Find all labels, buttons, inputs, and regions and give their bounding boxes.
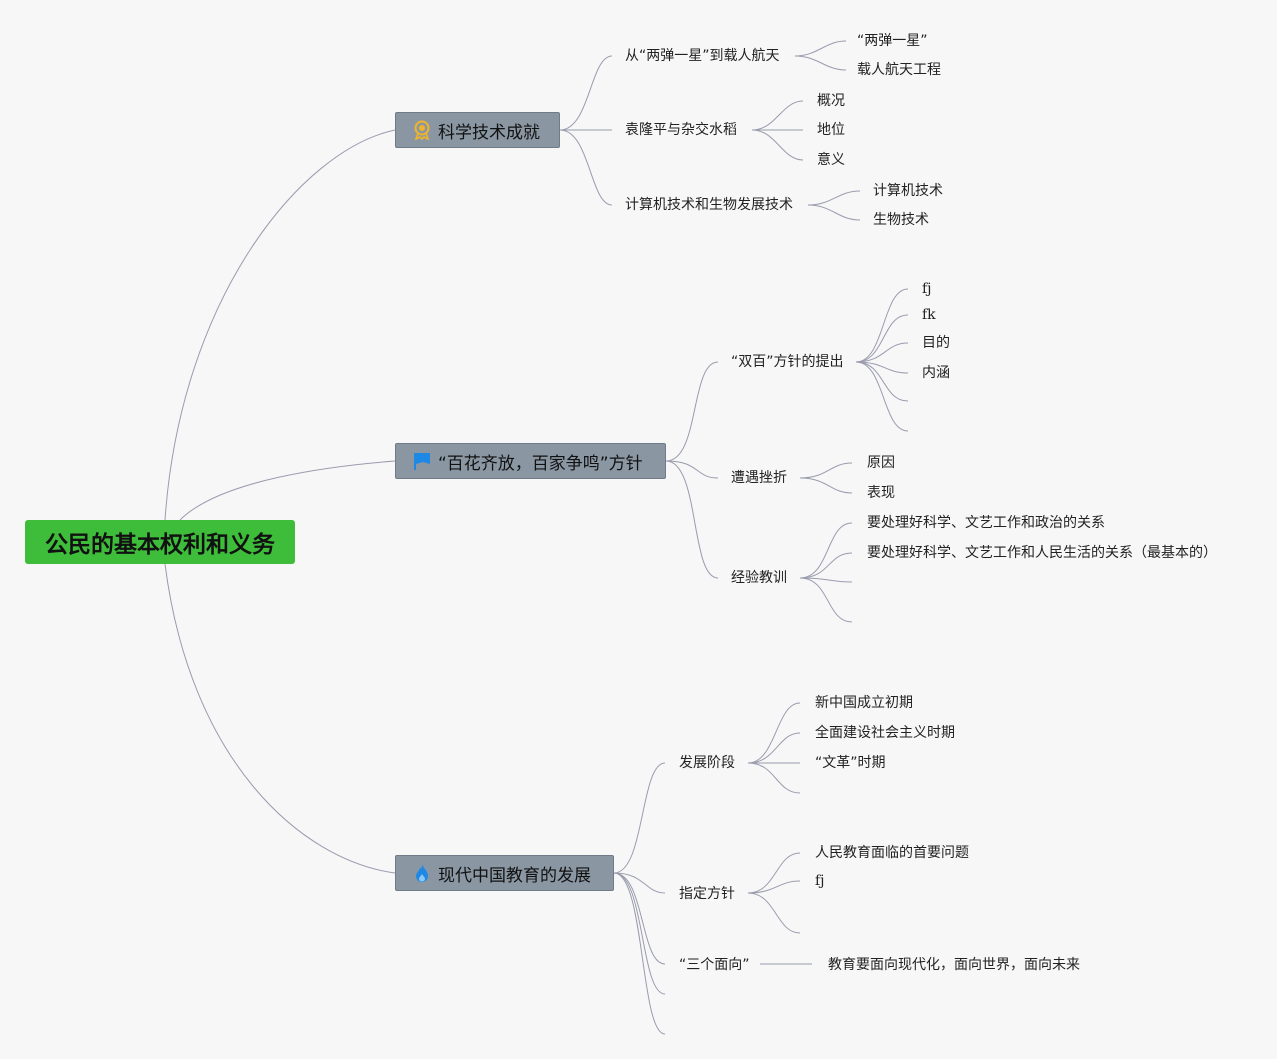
leaf-fj-2[interactable]: fj	[815, 873, 825, 889]
link-b1-c2	[794, 55, 847, 71]
link-t3-b4	[613, 872, 666, 995]
link-t2-b2	[665, 460, 719, 479]
link-b6-c2	[799, 552, 853, 579]
branch-development-stages[interactable]: 发展阶段	[679, 755, 735, 771]
leaf-overview[interactable]: 概况	[817, 93, 845, 109]
topic-label: 科学技术成就	[438, 122, 540, 143]
link-b7-c4	[747, 762, 801, 794]
link-b8-c2	[747, 880, 801, 894]
link-b1-c1	[794, 40, 847, 57]
link-b3-c2	[807, 204, 861, 221]
leaf-primary-issue[interactable]: 人民教育面临的首要问题	[815, 845, 969, 861]
link-b7-c2	[747, 732, 801, 764]
leaf-bio-tech[interactable]: 生物技术	[873, 212, 929, 228]
link-t2-b1	[665, 361, 719, 462]
branch-setbacks[interactable]: 遭遇挫折	[731, 470, 787, 486]
leaf-manned-spaceflight[interactable]: 载人航天工程	[857, 62, 941, 78]
link-b4-c3	[855, 342, 909, 363]
topic-label: 现代中国教育的发展	[438, 865, 591, 886]
leaf-significance[interactable]: 意义	[817, 152, 845, 168]
topic-modern-education[interactable]: 现代中国教育的发展	[395, 855, 614, 891]
link-t3-b3	[613, 872, 666, 965]
leaf-science-people-life[interactable]: 要处理好科学、文艺工作和人民生活的关系（最基本的）	[867, 545, 1217, 561]
link-b8-c3	[747, 892, 801, 934]
link-b4-c5	[855, 361, 909, 402]
link-b4-c2	[855, 314, 909, 363]
link-b2-c1	[751, 100, 804, 131]
leaf-cultural-revolution[interactable]: “文革”时期	[815, 755, 886, 771]
medal-icon	[412, 120, 432, 140]
leaf-purpose[interactable]: 目的	[922, 335, 950, 351]
leaf-socialist-construction[interactable]: 全面建设社会主义时期	[815, 725, 955, 741]
link-b3-c1	[807, 190, 861, 206]
leaf-two-bombs-one-satellite[interactable]: “两弹一星”	[857, 33, 928, 49]
link-b6-c3	[799, 577, 853, 583]
leaf-early-prc[interactable]: 新中国成立初期	[815, 695, 913, 711]
link-b6-c4	[799, 577, 853, 623]
branch-two-bombs-to-spaceflight[interactable]: 从“两弹一星”到载人航天	[625, 48, 780, 64]
flame-icon	[412, 863, 432, 883]
link-t1-b1	[559, 55, 613, 131]
branch-policy-proposal[interactable]: “双百”方针的提出	[731, 354, 844, 370]
branch-lessons[interactable]: 经验教训	[731, 570, 787, 586]
link-b5-c2	[799, 477, 853, 494]
link-root-topic3	[164, 563, 396, 874]
branch-policy-set[interactable]: 指定方针	[679, 886, 735, 902]
link-t2-b3	[665, 460, 719, 579]
leaf-connotation[interactable]: 内涵	[922, 365, 950, 381]
link-t3-b2	[613, 872, 666, 894]
link-b5-c1	[799, 462, 853, 479]
leaf-fj[interactable]: fj	[922, 281, 932, 297]
topic-label: “百花齐放，百家争鸣”方针	[438, 453, 643, 474]
leaf-causes[interactable]: 原因	[867, 455, 895, 471]
root-topic[interactable]: 公民的基本权利和义务	[25, 520, 295, 564]
leaf-computer-tech[interactable]: 计算机技术	[873, 183, 943, 199]
topic-science-achievements[interactable]: 科学技术成就	[395, 112, 560, 148]
link-b7-c1	[747, 702, 801, 764]
link-t3-b5	[613, 872, 666, 1035]
link-b4-c6	[855, 361, 909, 432]
leaf-manifestations[interactable]: 表现	[867, 485, 895, 501]
link-b8-c1	[747, 852, 801, 894]
link-t1-b3	[559, 129, 613, 206]
link-b2-c3	[751, 129, 804, 161]
link-b4-c1	[855, 288, 909, 363]
branch-yuan-longping[interactable]: 袁隆平与杂交水稻	[625, 122, 737, 138]
link-root-topic1	[164, 129, 396, 521]
leaf-three-orientations-text[interactable]: 教育要面向现代化，面向世界，面向未来	[828, 957, 1080, 973]
link-b6-c1	[799, 522, 853, 579]
link-root-topic2	[179, 460, 396, 521]
branch-three-orientations[interactable]: “三个面向”	[679, 957, 750, 973]
leaf-science-politics[interactable]: 要处理好科学、文艺工作和政治的关系	[867, 515, 1105, 531]
leaf-status[interactable]: 地位	[817, 122, 845, 138]
link-t3-b1	[613, 762, 666, 874]
root-topic-label: 公民的基本权利和义务	[45, 532, 275, 558]
branch-computer-bio-tech[interactable]: 计算机技术和生物发展技术	[625, 197, 793, 213]
topic-double-hundred-policy[interactable]: “百花齐放，百家争鸣”方针	[395, 443, 666, 479]
leaf-fk[interactable]: fk	[922, 307, 936, 323]
flag-icon	[412, 451, 432, 471]
